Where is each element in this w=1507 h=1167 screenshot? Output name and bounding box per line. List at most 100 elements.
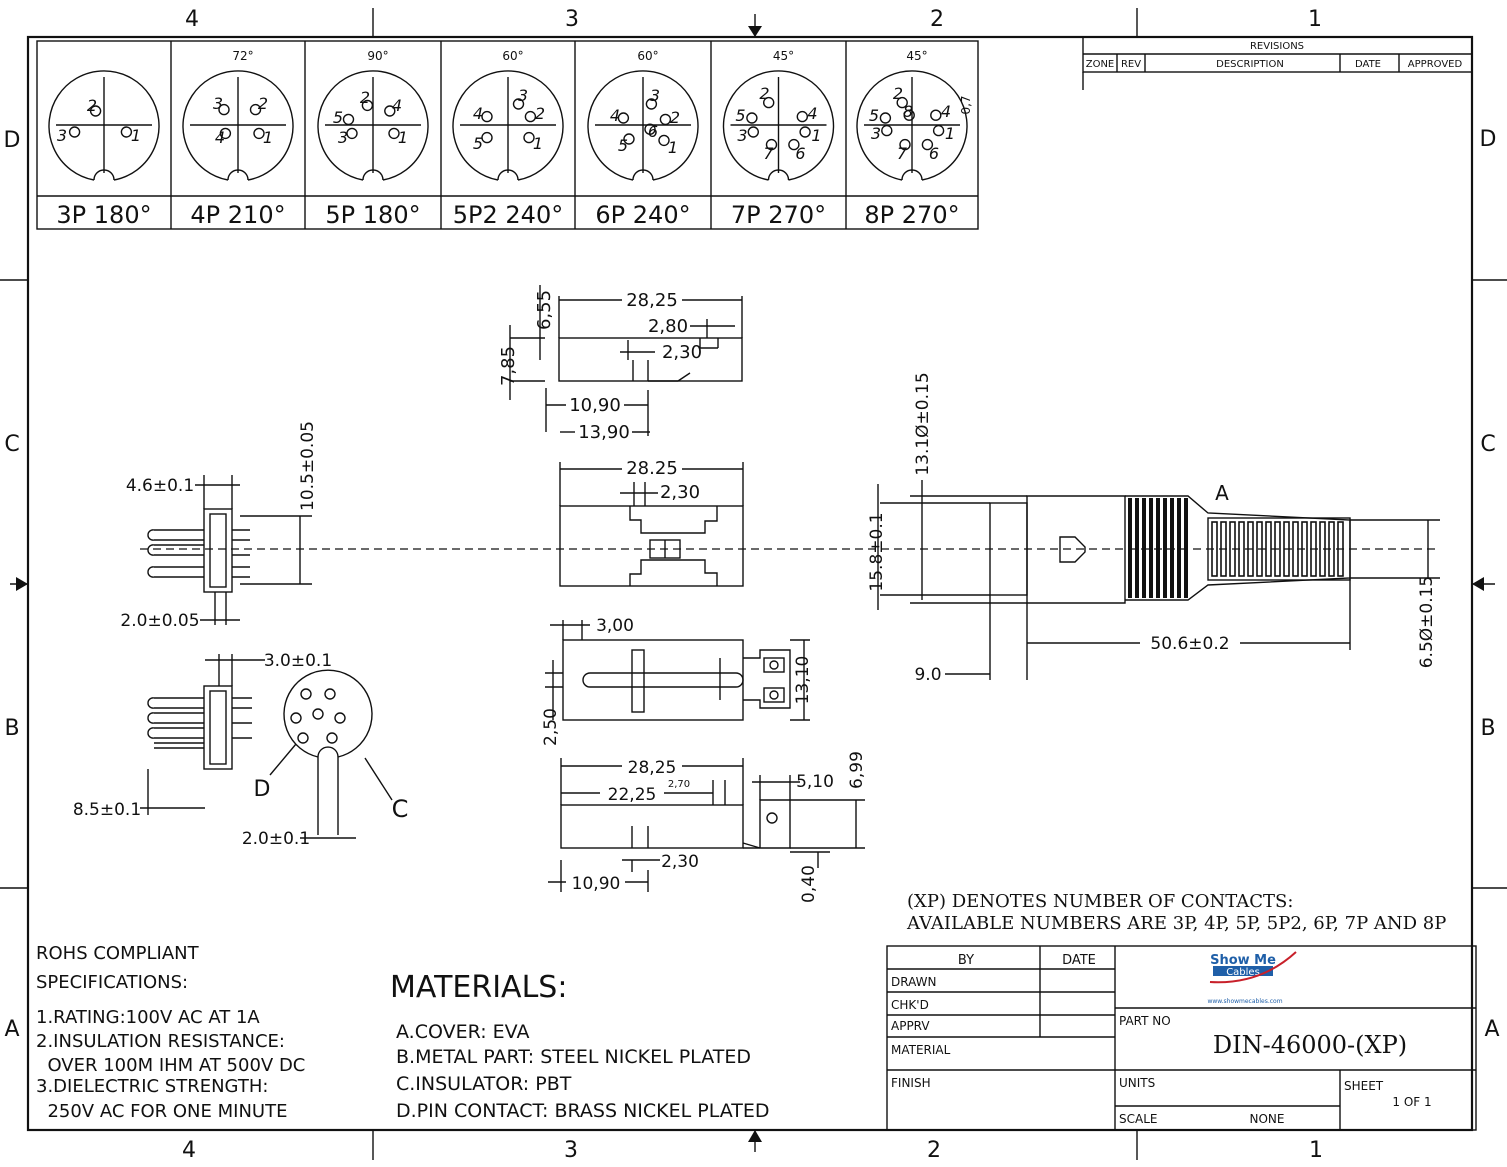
pin-layout-angle: 60° <box>637 49 658 63</box>
strain-relief-segment <box>1319 521 1326 577</box>
dim-plug-head: 9.0 <box>914 665 941 685</box>
tb-part-no-label: PART NO <box>1119 1014 1171 1028</box>
pin-layout-pin <box>617 112 630 124</box>
pin-layout-pin <box>899 138 911 151</box>
dim-pin-width: 2.0±0.05 <box>120 611 199 631</box>
pin-layout-pin <box>747 126 759 138</box>
strain-relief-segment <box>1211 521 1218 577</box>
callout-a: A <box>1215 481 1229 505</box>
dim-plug-body-dia: 13.1Ø±0.15 <box>913 372 933 475</box>
pin-layout-pin <box>89 105 102 117</box>
pin-layout-pin-number: 4 <box>807 104 817 123</box>
logo-url: www.showmecables.com <box>1207 998 1282 1005</box>
dim-plug-length: 50.6±0.2 <box>1150 634 1229 654</box>
pin-layout-pin-number: 2 <box>535 104 545 123</box>
pin-side-view: 4.6±0.1 10.5±0.05 2.0±0.05 <box>120 421 318 631</box>
pin-layout-pin-number: 7 <box>763 144 774 163</box>
pin-layout-pin-number: 1 <box>263 128 273 147</box>
zone-col-top-3: 3 <box>565 7 579 32</box>
tb-scale-value: NONE <box>1250 1112 1285 1126</box>
pin-layout-pin <box>879 112 892 124</box>
rev-col-zone: ZONE <box>1086 59 1115 70</box>
pin-layout-socket-outline <box>722 70 835 181</box>
dim-top-offset-a: 10,90 <box>569 395 621 416</box>
spec-line-7: 250V AC FOR ONE MINUTE <box>36 1101 287 1122</box>
zone-row-right-A: A <box>1484 1017 1499 1042</box>
pin-layout-pin-number: 5 <box>473 134 483 153</box>
dim-bottom-height: 6,99 <box>847 751 867 789</box>
material-line-2: B.METAL PART: STEEL NICKEL PLATED <box>396 1046 751 1068</box>
tb-approved: APPRV <box>891 1019 930 1033</box>
pin-layout-pin-number: 4 <box>941 102 951 121</box>
pin-layout-pin <box>481 110 493 123</box>
pin-layout-angle: 45° <box>906 49 927 63</box>
strain-relief-segment <box>1247 521 1254 577</box>
tb-drawn: DRAWN <box>891 975 937 989</box>
pin-layout-label: 7P 270° <box>731 201 826 229</box>
dim-insert-width: 13,10 <box>793 656 813 705</box>
dim-plug-head-dia: 15.8±0.1 <box>867 512 887 591</box>
tb-part-no: DIN-46000-(XP) <box>1213 1031 1407 1059</box>
pin-layout-pin-number: 4 <box>215 128 225 147</box>
pin-layout-pin <box>68 126 81 138</box>
pin-layout-angle: 90° <box>367 49 388 63</box>
strain-relief-segment <box>1229 521 1236 577</box>
pin-layout-pin-number: 3 <box>57 126 67 145</box>
spec-line-1: ROHS COMPLIANT <box>36 943 200 964</box>
middle-view: 28.25 2,30 <box>559 458 744 587</box>
pin-layout-pin <box>903 109 915 121</box>
strain-relief-segment <box>1337 521 1344 577</box>
tb-checked: CHK'D <box>891 998 929 1012</box>
dim-top-slot: 2,80 <box>648 316 688 337</box>
spec-line-3: 1.RATING:100V AC AT 1A <box>36 1007 260 1028</box>
pin-layout-pin <box>765 138 778 151</box>
zone-col-bottom-4: 4 <box>182 1138 196 1163</box>
callout-c: C <box>392 795 409 823</box>
pin-layout-pin <box>881 124 893 137</box>
pin-layout-pin <box>249 103 262 116</box>
pin-layout-pin-number: 6 <box>795 144 805 163</box>
zone-row-right-B: B <box>1480 716 1495 741</box>
pin-layout-angle: 45° <box>773 49 794 63</box>
rev-col-date: DATE <box>1355 59 1381 70</box>
pin-layout-pin-number: 3 <box>871 124 881 143</box>
note-line-1: (XP) DENOTES NUMBER OF CONTACTS: <box>907 891 1293 912</box>
dim-top-tab: 2,30 <box>662 342 702 363</box>
pin-layout-pin-number: 1 <box>131 126 141 145</box>
logo-line-1: Show Me <box>1210 953 1276 968</box>
note-line-2: AVAILABLE NUMBERS ARE 3P, 4P, 5P, 5P2, 6… <box>906 913 1446 934</box>
pin-layout-pin-number: 3 <box>213 94 223 113</box>
revisions-title: REVISIONS <box>1250 41 1304 52</box>
callout-d: D <box>254 777 271 802</box>
pin-layout-pin <box>658 134 670 147</box>
strain-relief-segment <box>1301 521 1308 577</box>
pin-layout-pin-number: 7 <box>897 144 908 163</box>
tb-finish: FINISH <box>891 1076 931 1090</box>
strain-relief-segment <box>1256 521 1263 577</box>
dim-top-height: 6,55 <box>534 290 555 330</box>
dim-mid-length: 28.25 <box>626 458 678 479</box>
pin-layout-pin <box>921 138 934 151</box>
specifications: ROHS COMPLIANT SPECIFICATIONS: 1.RATING:… <box>36 943 305 1122</box>
pin-layout-socket-outline <box>587 70 699 181</box>
spec-line-5: OVER 100M IHM AT 500V DC <box>36 1055 305 1076</box>
pin-layout-pin-number: 2 <box>759 84 769 103</box>
pin-layout-pin <box>659 113 672 126</box>
pin-layout-pin <box>120 126 133 138</box>
top-view: 28,25 2,80 2,30 6,55 7,85 10,90 13,90 <box>498 285 743 443</box>
pin-layout-pin <box>253 127 265 140</box>
pin-layout-pin-number: 6 <box>929 144 939 163</box>
spec-line-2: SPECIFICATIONS: <box>36 972 188 993</box>
pin-layout-pin-number: 2 <box>360 88 370 107</box>
pin-layout-pin <box>932 124 945 137</box>
material-line-1: A.COVER: EVA <box>396 1021 529 1043</box>
dim-top-overall: 7,85 <box>498 346 519 386</box>
dim-bottom-thickness: 0,40 <box>799 865 819 903</box>
pin-layout-pin <box>763 96 775 109</box>
pin-layout-pin-number: 1 <box>398 128 408 147</box>
dim-bottom-gap: 2,70 <box>668 779 690 790</box>
pin-layout-pin <box>644 123 656 135</box>
pin-layout-pin-number: 2 <box>670 108 680 127</box>
zone-col-top-1: 1 <box>1308 7 1322 32</box>
pin-layout-pin <box>361 99 374 112</box>
